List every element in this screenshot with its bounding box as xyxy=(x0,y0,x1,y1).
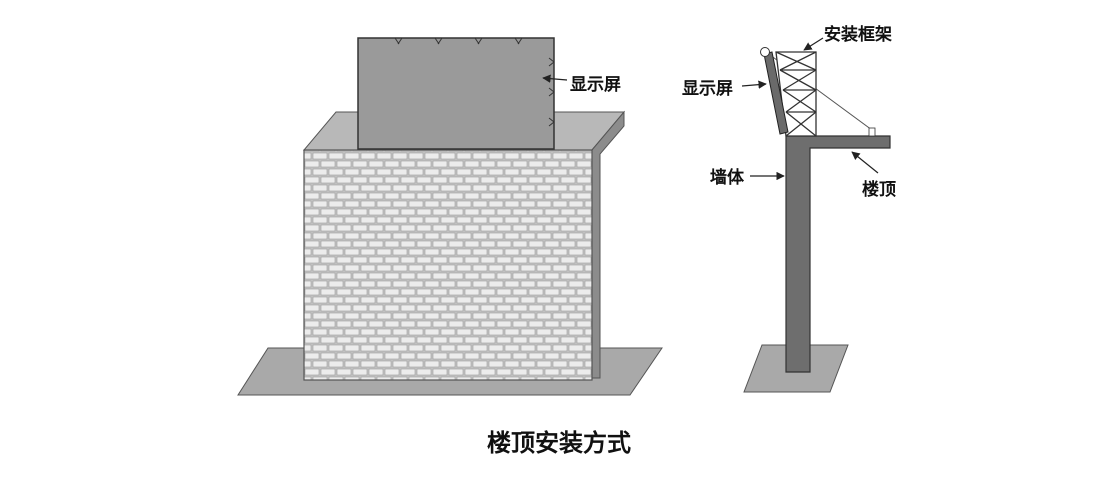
roof-label: 楼顶 xyxy=(862,179,896,200)
left-screen-arrow xyxy=(542,74,568,83)
left-screen-label: 显示屏 xyxy=(570,75,621,95)
right-screen-arrow xyxy=(741,80,767,89)
brick-wall xyxy=(303,149,593,381)
screen-side-ticks xyxy=(548,57,555,127)
brace-anchor xyxy=(868,127,876,137)
screen-top-ticks xyxy=(394,37,523,45)
mounting-frame xyxy=(775,51,817,137)
wall-roof-section xyxy=(785,135,891,373)
frame-label: 安装框架 xyxy=(824,24,892,45)
right-view: 安装框架 显示屏 墙体 楼顶 xyxy=(682,24,896,393)
led-screen xyxy=(357,37,555,150)
wall-label: 墙体 xyxy=(710,167,745,188)
building-side xyxy=(591,110,625,379)
diagram-title: 楼顶安装方式 xyxy=(487,429,631,457)
hinge-circle xyxy=(760,47,770,57)
left-view: 显示屏 xyxy=(237,37,663,396)
frame-arrow xyxy=(803,37,824,51)
roof-arrow xyxy=(851,151,879,174)
right-screen-label: 显示屏 xyxy=(682,79,733,99)
